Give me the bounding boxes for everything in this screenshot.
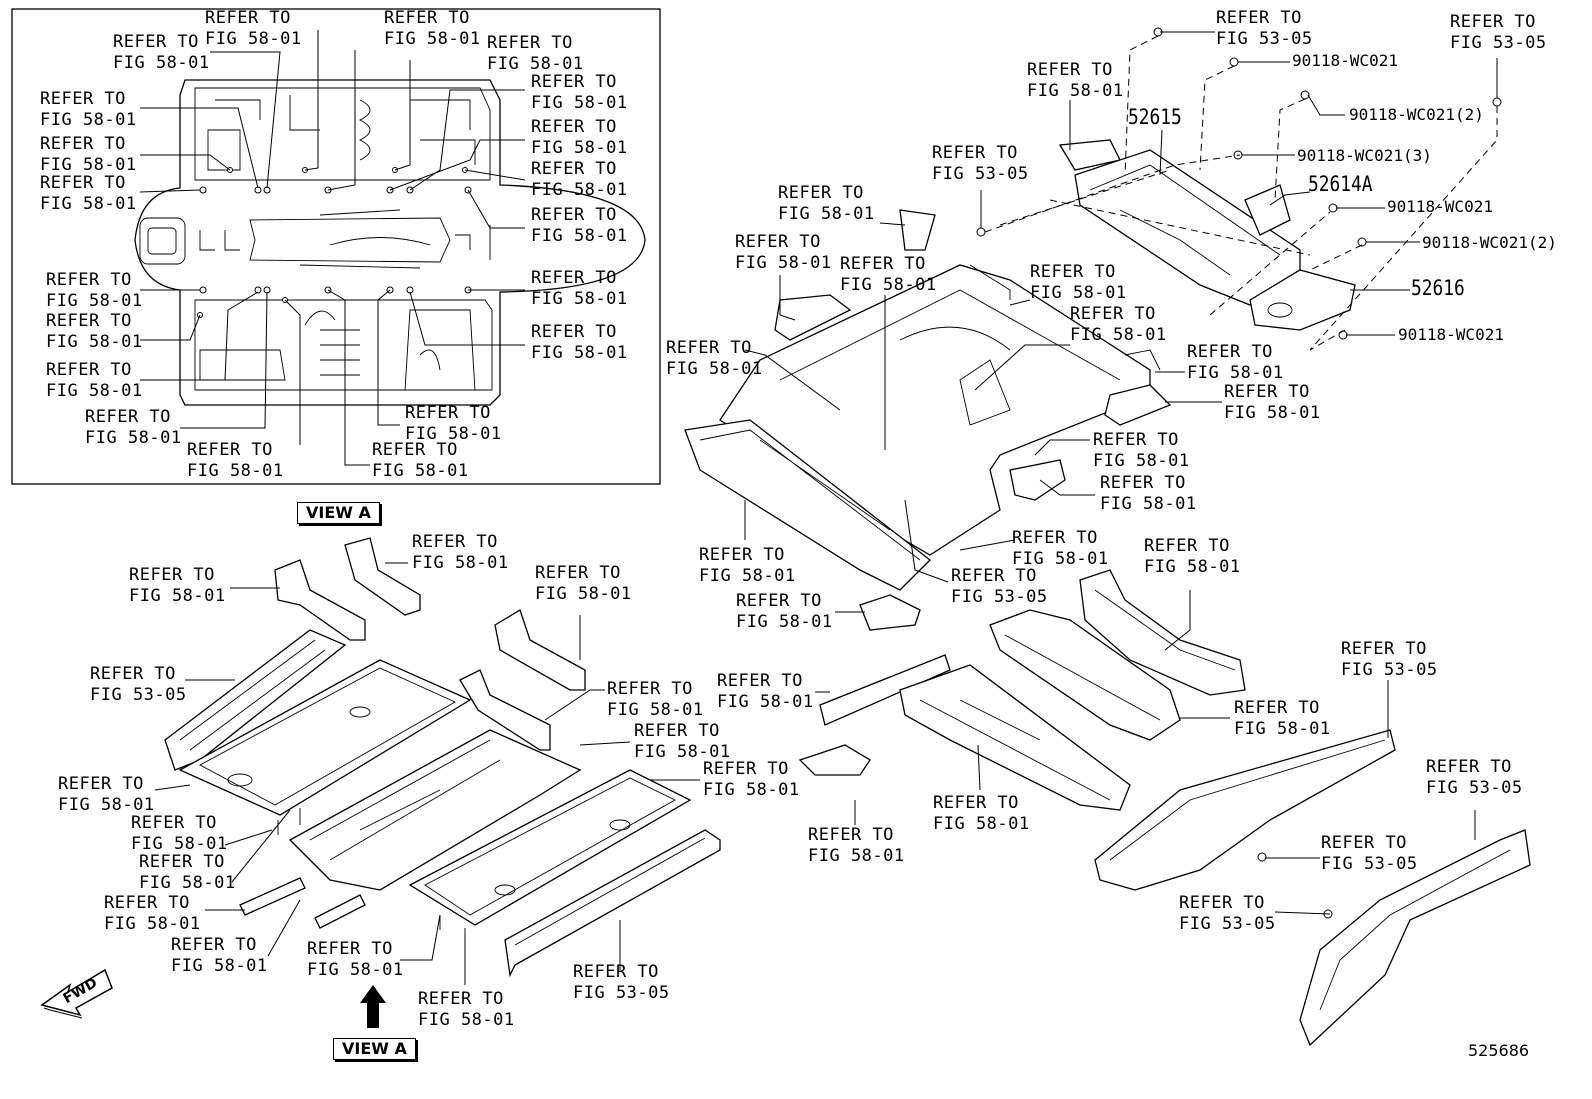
callout-mid-14: REFER TO FIG 53-05	[951, 566, 1048, 607]
callout-l-11: REFER TO FIG 58-01	[104, 893, 201, 934]
callout-tr-1: REFER TO FIG 53-05	[1216, 8, 1313, 49]
fwd-arrow-shape	[40, 968, 113, 1019]
inset-callout-17: REFER TO FIG 58-01	[405, 403, 502, 444]
callout-l-14: REFER TO FIG 53-05	[573, 962, 670, 1003]
inset-floor-outline	[134, 79, 646, 406]
callout-r-7: REFER TO FIG 53-05	[1321, 833, 1418, 874]
callout-tr-2: REFER TO FIG 53-05	[1450, 12, 1547, 53]
callout-mid-5: REFER TO FIG 58-01	[1070, 304, 1167, 345]
callout-r-5: REFER TO FIG 58-01	[933, 793, 1030, 834]
callout-l-10: REFER TO FIG 58-01	[139, 852, 236, 893]
callout-mid-7: REFER TO FIG 58-01	[1187, 342, 1284, 383]
callout-mid-12: REFER TO FIG 58-01	[699, 545, 796, 586]
crossmember-assembly	[976, 27, 1502, 340]
bolt-part-number-6: 90118-WC021	[1398, 325, 1504, 344]
part-number-52616: 52616	[1411, 276, 1465, 300]
callout-l-1: REFER TO FIG 58-01	[412, 532, 509, 573]
callout-l-5: REFER TO FIG 58-01	[607, 679, 704, 720]
callout-mid-15: REFER TO FIG 58-01	[736, 591, 833, 632]
callout-l-8: REFER TO FIG 58-01	[58, 774, 155, 815]
inset-callout-2: REFER TO FIG 58-01	[384, 8, 481, 49]
inset-callout-20: REFER TO FIG 58-01	[372, 440, 469, 481]
bolt-part-number-4: 90118-WC021	[1387, 197, 1493, 216]
callout-mid-4: REFER TO FIG 58-01	[1030, 262, 1127, 303]
bolt-part-number-1: 90118-WC021	[1292, 51, 1398, 70]
inset-callout-7: REFER TO FIG 58-01	[531, 117, 628, 158]
inset-callout-8: REFER TO FIG 58-01	[40, 134, 137, 175]
inset-callout-19: REFER TO FIG 58-01	[187, 440, 284, 481]
bolt-part-number-5: 90118-WC021(2)	[1422, 233, 1557, 252]
view-a-arrow	[360, 985, 386, 1028]
inset-callout-5: REFER TO FIG 58-01	[531, 72, 628, 113]
inset-callout-10: REFER TO FIG 58-01	[40, 173, 137, 214]
callout-l-9: REFER TO FIG 58-01	[131, 813, 228, 854]
left-floor-assembly	[164, 537, 721, 978]
callout-mid-10: REFER TO FIG 58-01	[1100, 473, 1197, 514]
drawing-code: 525686	[1468, 1041, 1530, 1060]
callout-l-12: REFER TO FIG 58-01	[171, 935, 268, 976]
middle-floor-assembly	[684, 209, 1172, 631]
view-a-inset-frame	[11, 8, 661, 485]
callout-r-1: REFER TO FIG 53-05	[1341, 639, 1438, 680]
part-number-52615: 52615	[1128, 105, 1182, 129]
view-a-label-bottom: VIEW A	[333, 1038, 416, 1060]
part-number-52614a: 52614A	[1308, 172, 1373, 196]
callout-l-7: REFER TO FIG 58-01	[703, 759, 800, 800]
callout-tr-3: REFER TO FIG 58-01	[1027, 60, 1124, 101]
inset-callout-12: REFER TO FIG 58-01	[46, 270, 143, 311]
bolt-part-number-3: 90118-WC021(3)	[1297, 146, 1432, 165]
callout-l-4: REFER TO FIG 53-05	[90, 664, 187, 705]
callout-mid-8: REFER TO FIG 58-01	[1224, 382, 1321, 423]
inset-leader-lines	[139, 30, 526, 466]
inset-callout-6: REFER TO FIG 58-01	[40, 89, 137, 130]
callout-mid-13: REFER TO FIG 58-01	[1144, 536, 1241, 577]
view-a-label-top: VIEW A	[297, 502, 380, 524]
callout-mid-3: REFER TO FIG 58-01	[840, 254, 937, 295]
callout-mid-1: REFER TO FIG 58-01	[778, 183, 875, 224]
callout-mid-11: REFER TO FIG 58-01	[1012, 528, 1109, 569]
callout-mid-9: REFER TO FIG 58-01	[1093, 430, 1190, 471]
callout-mid-6: REFER TO FIG 58-01	[666, 338, 763, 379]
inset-callout-16: REFER TO FIG 58-01	[46, 360, 143, 401]
side-member-assembly	[798, 569, 1531, 1047]
inset-callout-15: REFER TO FIG 58-01	[531, 322, 628, 363]
callout-l-3: REFER TO FIG 58-01	[535, 563, 632, 604]
inset-callout-1: REFER TO FIG 58-01	[205, 8, 302, 49]
inset-callout-13: REFER TO FIG 58-01	[531, 268, 628, 309]
callout-l-2: REFER TO FIG 58-01	[129, 565, 226, 606]
inset-callout-14: REFER TO FIG 58-01	[46, 311, 143, 352]
inset-callout-9: REFER TO FIG 58-01	[531, 159, 628, 200]
callout-r-6: REFER TO FIG 58-01	[808, 825, 905, 866]
callout-r-4: REFER TO FIG 53-05	[1426, 757, 1523, 798]
crossmember-dashed-lines	[984, 35, 1498, 351]
inset-callout-18: REFER TO FIG 58-01	[85, 407, 182, 448]
callout-r-3: REFER TO FIG 58-01	[1234, 698, 1331, 739]
callout-r-8: REFER TO FIG 53-05	[1179, 893, 1276, 934]
callout-l-13: REFER TO FIG 58-01	[307, 939, 404, 980]
callout-r-2: REFER TO FIG 58-01	[717, 671, 814, 712]
inset-callout-4: REFER TO FIG 58-01	[487, 33, 584, 74]
callout-l-6: REFER TO FIG 58-01	[634, 721, 731, 762]
callout-l-15: REFER TO FIG 58-01	[418, 989, 515, 1030]
callout-tr-4: REFER TO FIG 53-05	[932, 143, 1029, 184]
bolt-part-number-2: 90118-WC021(2)	[1349, 105, 1484, 124]
inset-callout-11: REFER TO FIG 58-01	[531, 205, 628, 246]
callout-leader-lines	[154, 31, 1498, 985]
inset-callout-3: REFER TO FIG 58-01	[113, 32, 210, 73]
callout-mid-2: REFER TO FIG 58-01	[735, 232, 832, 273]
